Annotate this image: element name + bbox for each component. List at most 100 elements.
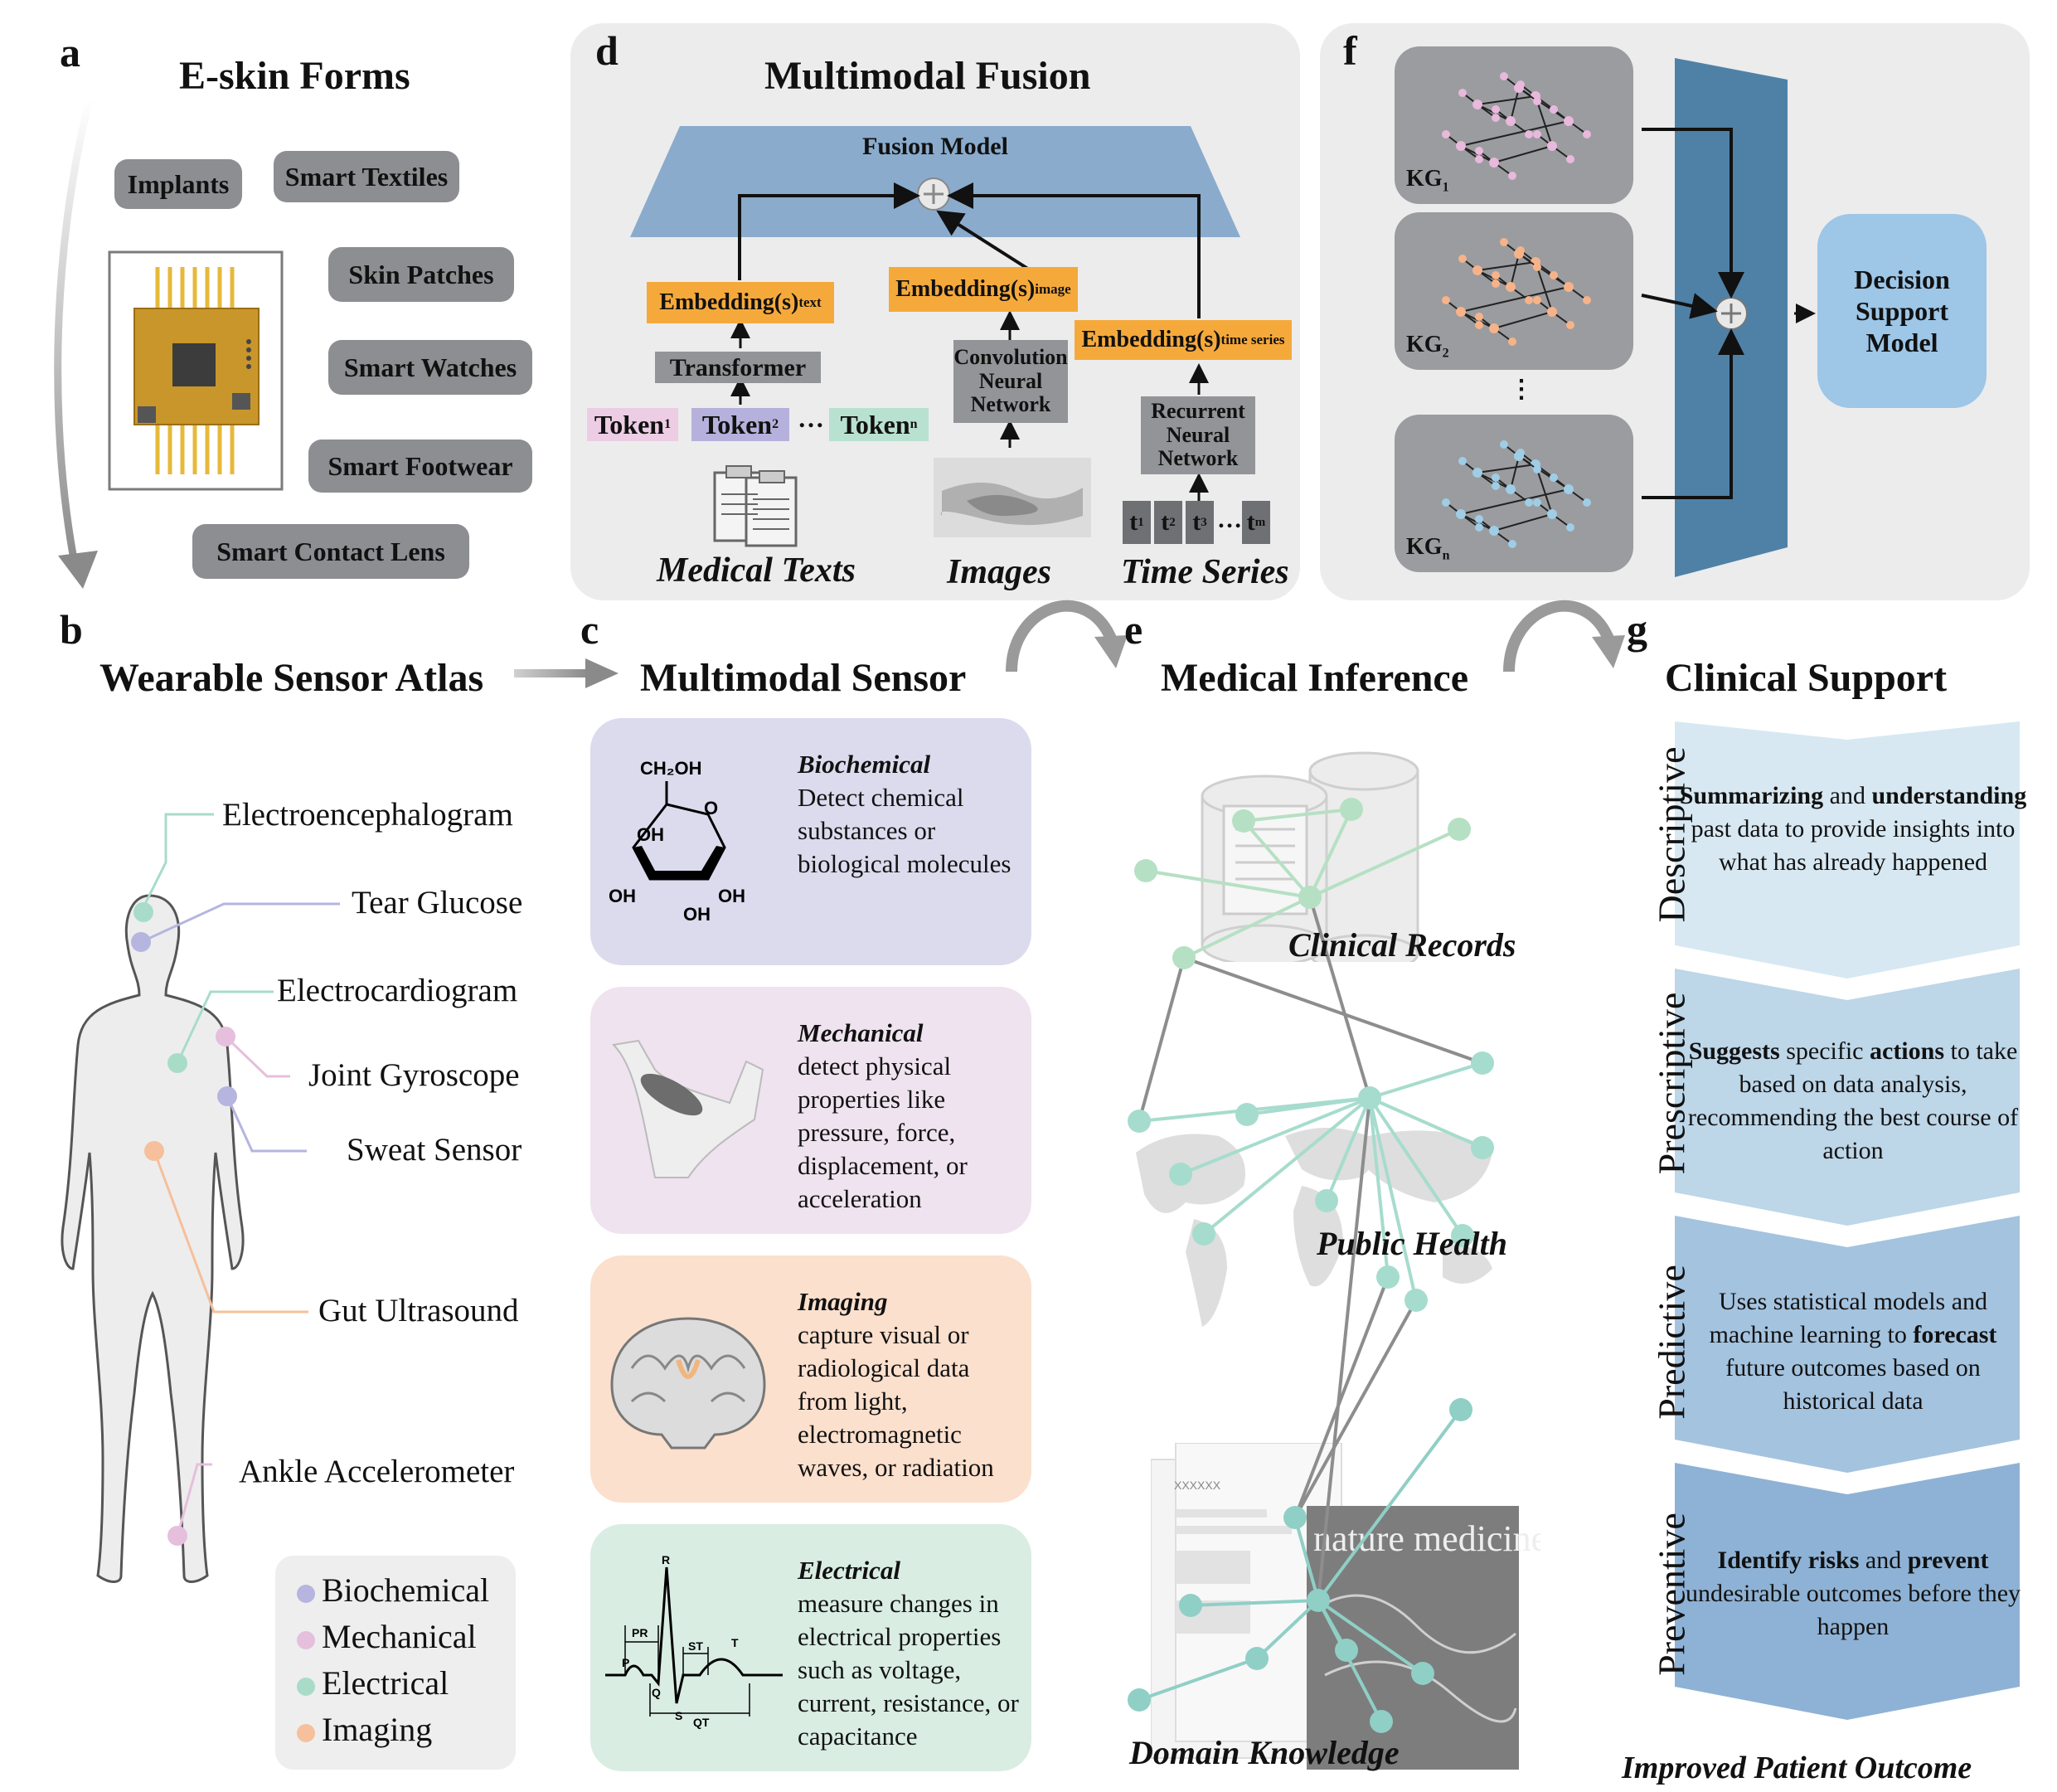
inference-node	[1235, 1103, 1259, 1126]
chevron-band-preventive	[1675, 1463, 2020, 1720]
arm-muscle-icon	[611, 1039, 764, 1178]
token-1-label: Token	[594, 409, 665, 440]
inference-edge	[1293, 1299, 1418, 1518]
inference-edge	[1308, 896, 1371, 1099]
sensor-type-legend: Biochemical Mechanical Electrical Imagin…	[275, 1556, 516, 1770]
kg-node	[1442, 498, 1450, 507]
band-text-predictive: Uses statistical models and machine lear…	[1709, 1288, 1997, 1415]
embedding-image-label: Embedding(s)	[895, 276, 1036, 302]
kg-node	[1550, 105, 1558, 114]
ring-oxygen-label: O	[704, 798, 718, 818]
time-step-2-sub: 2	[1169, 515, 1176, 529]
kg-2-label: KG2	[1406, 332, 1449, 362]
kg-node	[1533, 498, 1541, 507]
panel-letter-b: b	[60, 606, 83, 653]
embedding-text-sub: text	[798, 294, 822, 310]
embedding-image-box: Embedding(s)image	[889, 267, 1078, 312]
time-step-1-label: t	[1129, 508, 1138, 536]
time-step-1-sub: 1	[1138, 515, 1144, 529]
kg-node	[1533, 130, 1541, 138]
ecg-s-label: S	[675, 1709, 682, 1722]
oh-2-label: OH	[609, 886, 636, 906]
kg-n-label: KGn	[1406, 534, 1449, 564]
kg-edge	[1477, 464, 1536, 473]
kg-node	[1500, 238, 1508, 246]
ecg-q-label: Q	[652, 1686, 661, 1699]
kg-node	[1492, 279, 1500, 288]
fusion-arrows	[730, 177, 1209, 501]
kg-node	[1456, 307, 1466, 317]
multimodal-fusion-title: Multimodal Fusion	[764, 54, 1091, 98]
inference-node	[1358, 1086, 1381, 1110]
form-smart-watches: Smart Watches	[328, 340, 532, 395]
kg-node	[1564, 116, 1574, 126]
inference-node	[1134, 859, 1157, 882]
kg-node	[1583, 130, 1591, 138]
time-step-4-label: t	[1246, 508, 1255, 536]
legend-label-electrical: Electrical	[322, 1664, 449, 1702]
ecg-waveform-icon: PR ST QT P Q R S T	[605, 1553, 783, 1729]
electrical-name: Electrical	[798, 1556, 900, 1585]
clinical-records-database-icon	[1201, 751, 1419, 962]
inference-node	[1172, 946, 1196, 969]
medical-inference-graph	[1128, 798, 1494, 1733]
kg-node	[1566, 321, 1574, 329]
kg-node	[1514, 249, 1524, 259]
legend-imaging: Imaging	[297, 1710, 432, 1749]
legend-label-biochemical: Biochemical	[322, 1571, 490, 1609]
inference-node	[1340, 798, 1363, 821]
inference-node	[1335, 1639, 1358, 1662]
panel-letter-f: f	[1343, 27, 1357, 74]
token-2-label: Token	[701, 409, 773, 440]
kg-fusion-structure	[1641, 58, 1816, 577]
inference-edge	[1190, 1599, 1319, 1607]
embedding-image-sub: image	[1035, 281, 1071, 297]
kg-node	[1547, 307, 1557, 317]
brain-scan-icon	[610, 1317, 766, 1450]
kg-node	[1550, 271, 1558, 279]
inference-edge	[1368, 1096, 1464, 1237]
kg-node	[1525, 130, 1533, 138]
legend-electrical: Electrical	[297, 1663, 449, 1702]
ecg-p-label: P	[622, 1656, 629, 1669]
transformer-box: Transformer	[655, 352, 821, 383]
panel-letter-a: a	[60, 29, 80, 75]
inference-node	[1370, 1710, 1393, 1733]
glucose-molecule-icon: CH₂OH O OH OH OH OH	[609, 758, 745, 925]
kg-node	[1525, 498, 1533, 507]
kg-node	[1500, 440, 1508, 449]
inference-edge	[1255, 1599, 1320, 1660]
kg-node	[1472, 468, 1482, 478]
kg-node	[1508, 540, 1516, 548]
kg-ellipsis: ⋮	[1509, 376, 1534, 403]
inference-edge	[1293, 1276, 1390, 1518]
document-header-text: XXXXXX	[1174, 1479, 1221, 1492]
inference-node	[1128, 1110, 1151, 1133]
kg-node	[1506, 484, 1516, 494]
legend-mechanical: Mechanical	[297, 1617, 477, 1656]
imaging-name: Imaging	[798, 1287, 888, 1316]
kg-node	[1566, 155, 1574, 163]
kg-node	[1564, 484, 1574, 494]
band-text-prescriptive: Suggests specific actions to take based …	[1687, 1037, 2019, 1164]
kg-edge	[1460, 488, 1569, 515]
kg-edge	[1460, 120, 1569, 147]
embedding-text-label: Embedding(s)	[659, 289, 799, 315]
inference-edge	[1369, 1061, 1483, 1100]
time-step-3-sub: 3	[1201, 515, 1207, 529]
oh-4-label: OH	[683, 904, 711, 925]
ecg-st-label: ST	[688, 1639, 703, 1653]
kg-edge	[1460, 286, 1569, 313]
chevron-band-descriptive	[1675, 721, 2020, 979]
panel-letter-g: g	[1627, 606, 1647, 653]
kg-edge	[1493, 145, 1553, 163]
inference-node	[1298, 886, 1322, 909]
time-step-2-label: t	[1161, 508, 1170, 536]
kg-node	[1489, 323, 1499, 333]
kg-2-text: KG	[1406, 332, 1443, 358]
kg-node	[1508, 338, 1516, 346]
wearable-sensor-atlas-title: Wearable Sensor Atlas	[99, 656, 484, 700]
kg-node	[1547, 141, 1557, 151]
kg-node	[1492, 482, 1500, 490]
